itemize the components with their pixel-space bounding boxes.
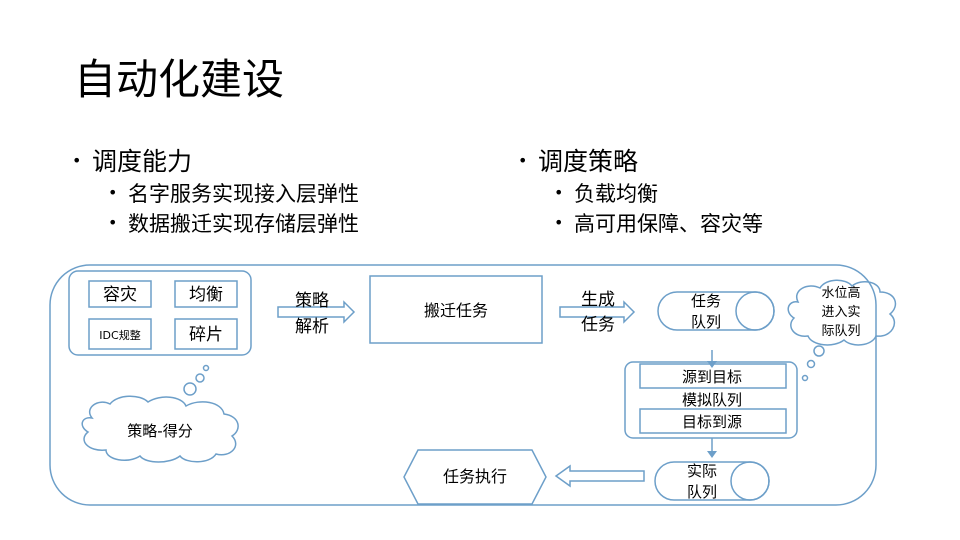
cloud-water-level xyxy=(787,279,897,346)
actual-queue-line1: 实际 xyxy=(687,462,717,480)
thought-dot xyxy=(183,382,197,396)
strategy-tags-box xyxy=(68,270,252,356)
thought-dot xyxy=(813,345,825,357)
sub-bullet-text: 数据搬迁实现存储层弹性 xyxy=(128,212,359,236)
cloud-bottom-label: 策略-得分 xyxy=(127,422,192,440)
thought-dot xyxy=(806,359,816,369)
actual-queue-line2: 队列 xyxy=(687,483,717,501)
sub-bullet-text: 负载均衡 xyxy=(574,182,658,206)
cloud-top-line3: 际队列 xyxy=(821,324,860,339)
tag-idc: IDC规整 xyxy=(99,328,140,342)
tag-balance: 均衡 xyxy=(189,285,223,305)
tag-box-disaster xyxy=(88,280,152,308)
sub-bullet-text: 高可用保障、容灾等 xyxy=(574,212,763,236)
thought-dot xyxy=(801,374,809,382)
task-execute-label: 任务执行 xyxy=(443,467,507,486)
arrow1-label-line1: 策略 xyxy=(295,291,329,311)
cloud-strategy-score xyxy=(81,395,239,463)
sub-bullet: •负载均衡 xyxy=(554,182,658,206)
migrate-task-box xyxy=(369,275,543,344)
sub-bullet-text: 名字服务实现接入层弹性 xyxy=(128,182,359,206)
task-queue-cap xyxy=(735,291,775,331)
sim-queue-label: 模拟队列 xyxy=(682,391,742,409)
tag-box-idc xyxy=(88,318,152,350)
diagram-frame xyxy=(49,264,877,506)
arrow-generate-task xyxy=(559,300,636,324)
arrowhead-to-sim xyxy=(707,361,717,368)
arrowhead-to-actual xyxy=(707,451,717,458)
migrate-task-label: 搬迁任务 xyxy=(424,301,488,320)
dst-to-src-box xyxy=(639,408,787,434)
tag-box-fragment xyxy=(174,318,238,350)
bullet-text: 调度能力 xyxy=(92,147,193,176)
actual-queue-cap xyxy=(730,461,770,501)
bullet-scheduling-strategy: •调度策略 xyxy=(518,147,639,176)
bullet-text: 调度策略 xyxy=(538,147,639,176)
cloud-top-line1: 水位高 xyxy=(821,285,860,301)
tag-disaster-recovery: 容灾 xyxy=(103,285,137,305)
thought-dot xyxy=(195,373,205,383)
src-to-dst-label: 源到目标 xyxy=(682,368,742,386)
task-execute-hexagon xyxy=(403,449,547,505)
arrow-strategy-parse xyxy=(277,300,356,324)
task-queue-line2: 队列 xyxy=(691,313,721,331)
tag-box-balance xyxy=(174,280,238,308)
arrow-to-execute xyxy=(554,464,645,488)
arrow2-label-line2: 任务 xyxy=(581,315,615,335)
dst-to-src-label: 目标到源 xyxy=(682,413,742,431)
arrow1-label-line2: 解析 xyxy=(295,317,329,337)
arrow2-label-line1: 生成 xyxy=(581,290,615,310)
cloud-top-line2: 进入实 xyxy=(821,305,860,320)
sub-bullet: •高可用保障、容灾等 xyxy=(554,212,763,236)
task-queue-line1: 任务 xyxy=(691,292,721,310)
sub-bullet: •名字服务实现接入层弹性 xyxy=(108,182,359,206)
tag-fragment: 碎片 xyxy=(189,325,223,345)
thought-dot xyxy=(202,364,210,372)
page-title: 自动化建设 xyxy=(74,55,285,104)
bullet-scheduling-ability: •调度能力 xyxy=(72,147,193,176)
sub-bullet: •数据搬迁实现存储层弹性 xyxy=(108,212,359,236)
